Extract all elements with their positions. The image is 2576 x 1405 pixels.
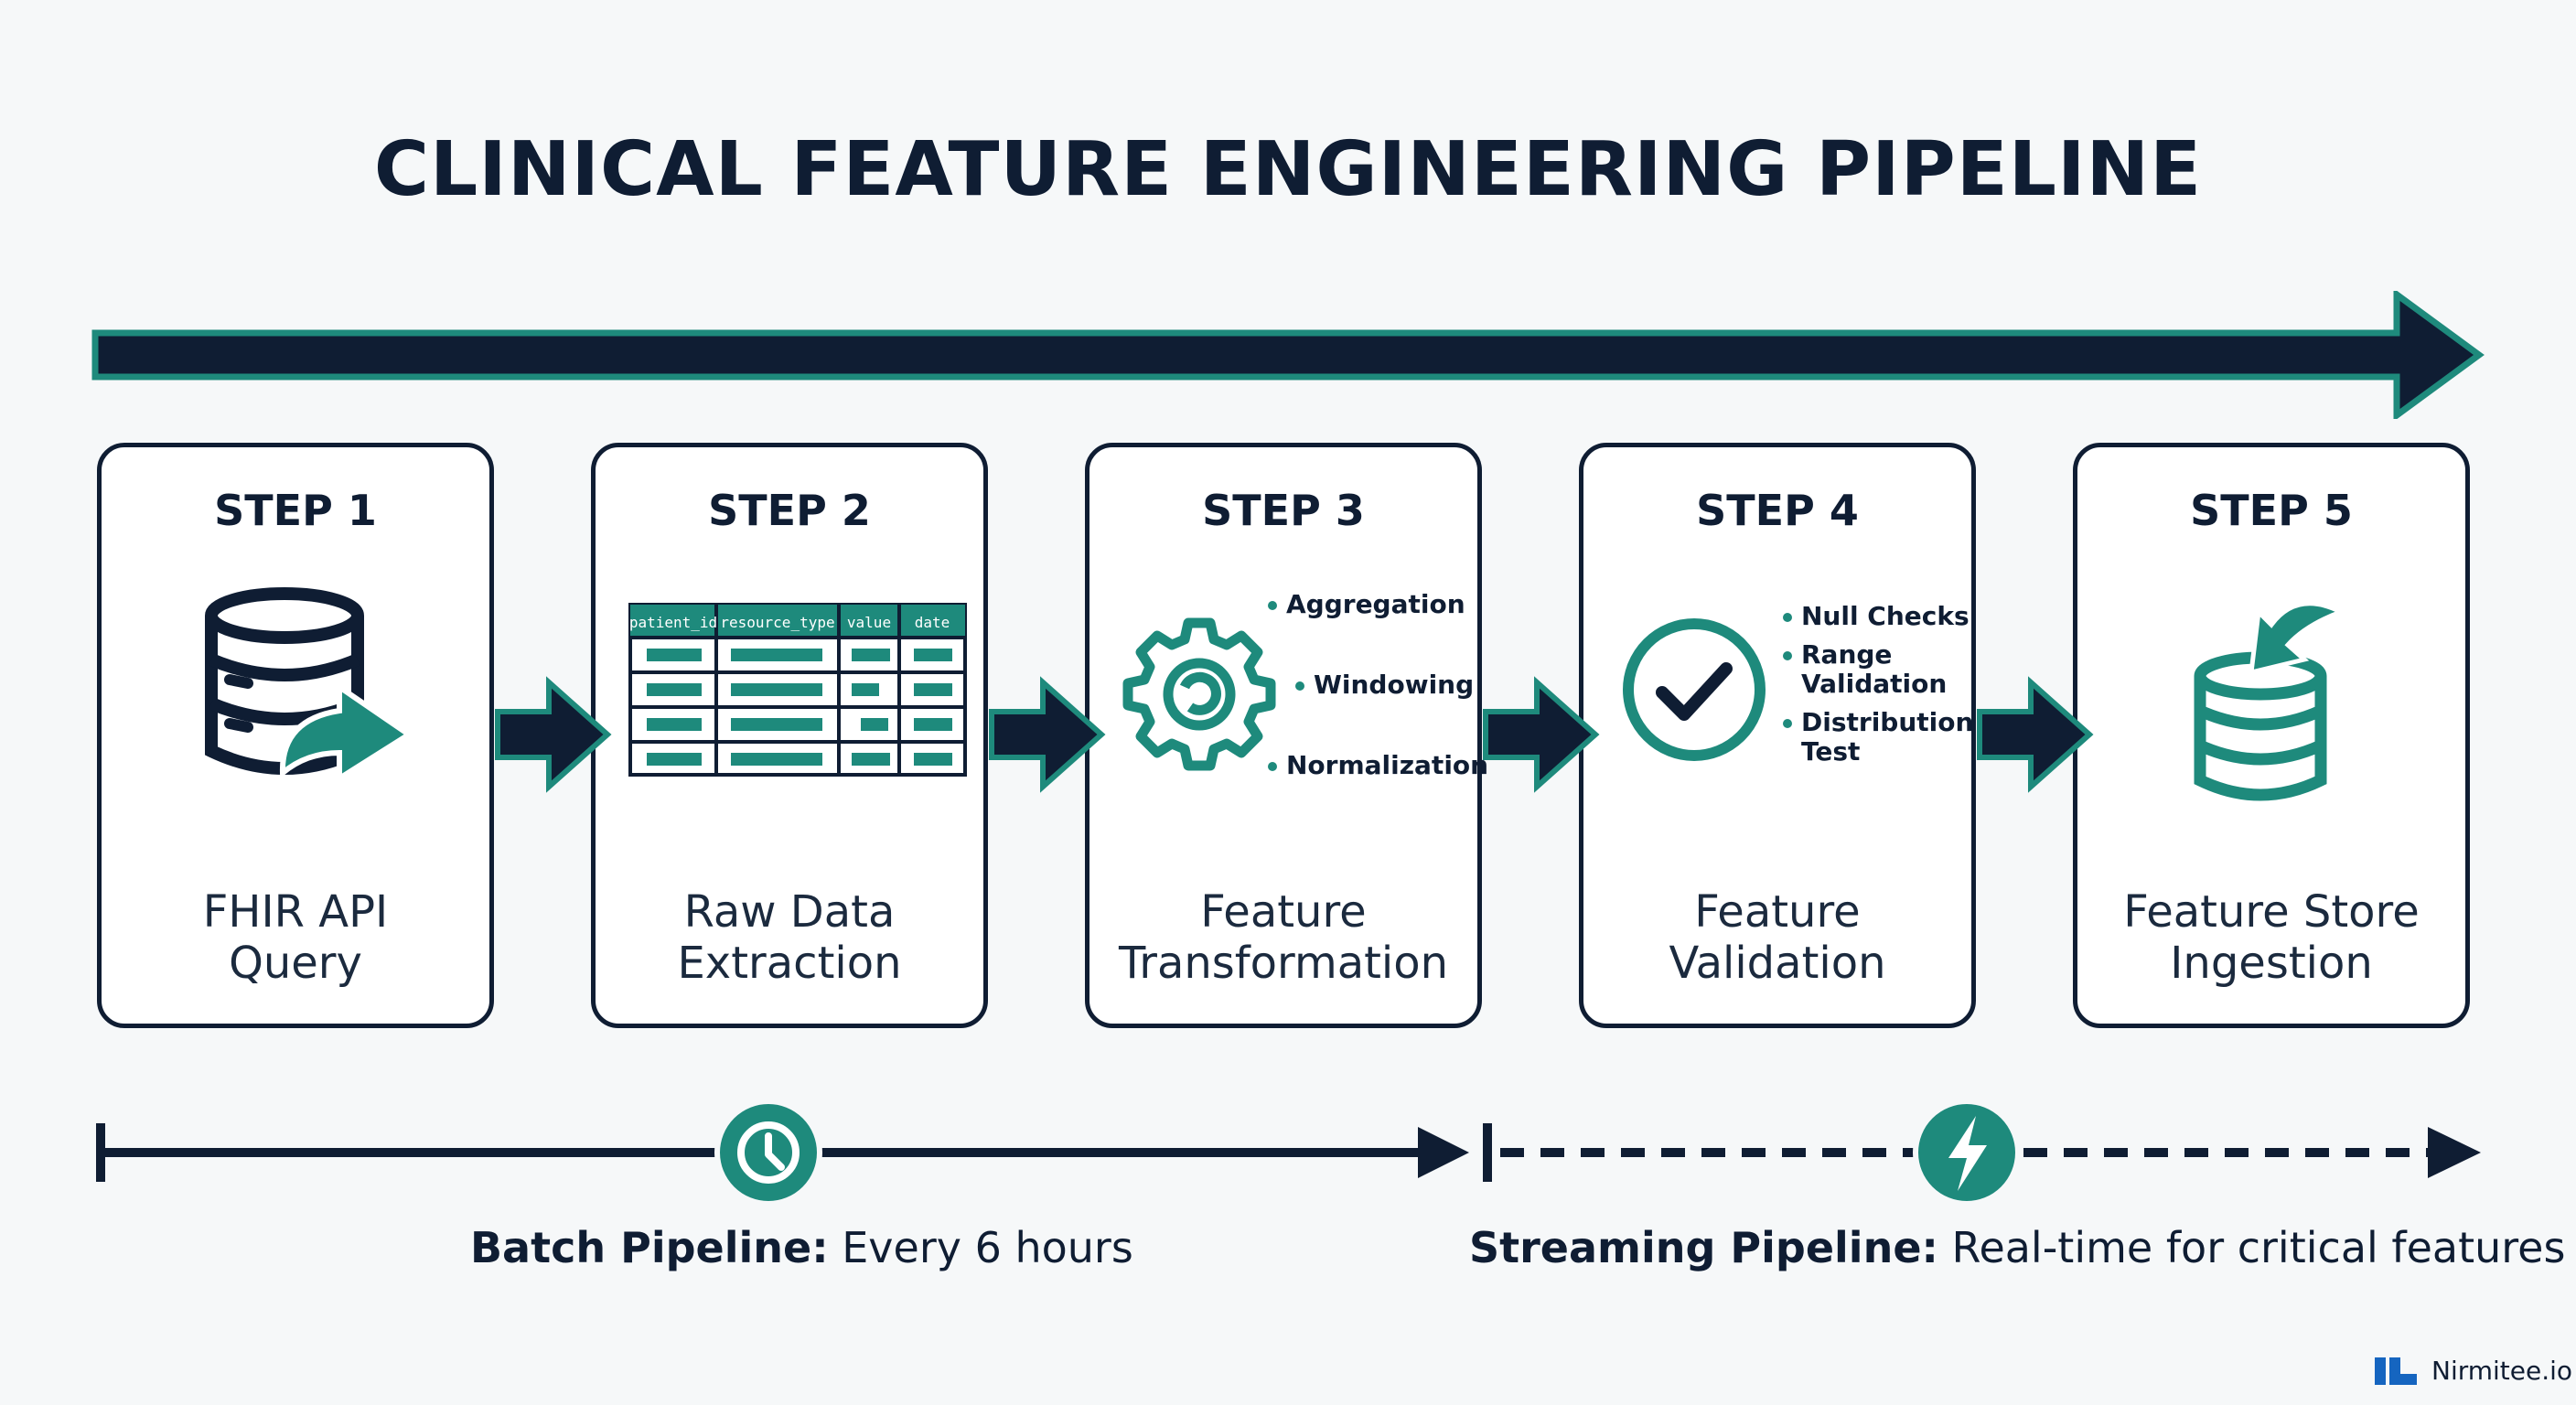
- streaming-pipeline-caption: Streaming Pipeline: Real-time for critic…: [1469, 1223, 2566, 1272]
- connector-arrow-2-3: [989, 676, 1106, 793]
- bullet-aggregation: Aggregation: [1268, 589, 1465, 619]
- flow-direction-arrow: [91, 291, 2485, 419]
- step-card-2: STEP 2 patient_id resource_type value da…: [591, 443, 988, 1028]
- table-header-patient-id: patient_id: [629, 614, 717, 631]
- clock-icon: [714, 1099, 822, 1207]
- table-header-value: value: [847, 614, 891, 631]
- database-export-icon: [205, 587, 413, 784]
- table-header-resource-type: resource_type: [720, 614, 834, 631]
- checkmark-circle-icon: [1623, 618, 1766, 761]
- bullet-distribution-test: Test: [1801, 736, 1861, 767]
- step-label: STEP 3: [1202, 486, 1365, 535]
- step-label: STEP 5: [2190, 486, 2353, 535]
- step-label: STEP 4: [1696, 486, 1859, 535]
- database-import-icon: [2194, 601, 2347, 801]
- step-card-3: STEP 3 Aggregation Windowing Normalizati…: [1085, 443, 1488, 1028]
- data-table-icon: patient_id resource_type value date: [628, 603, 967, 777]
- batch-pipeline-caption: Batch Pipeline: Every 6 hours: [470, 1223, 1133, 1272]
- bullet-null-checks: Null Checks: [1783, 601, 1970, 631]
- connector-arrow-3-4: [1483, 676, 1600, 793]
- page-title: CLINICAL FEATURE ENGINEERING PIPELINE: [373, 126, 2203, 213]
- table-header-date: date: [915, 614, 950, 631]
- bullet-range-validation: Validation: [1801, 669, 1948, 699]
- bullet-windowing: Windowing: [1294, 670, 1475, 700]
- connector-arrow-1-2: [495, 676, 612, 793]
- bullet-distribution: Distribution: [1782, 707, 1974, 737]
- connector-arrow-4-5: [1977, 676, 2094, 793]
- lightning-icon: [1913, 1099, 2021, 1207]
- step-label: STEP 1: [214, 486, 377, 535]
- gear-icon: [1122, 617, 1276, 771]
- bullet-normalization: Normalization: [1267, 750, 1489, 780]
- step-card-4: STEP 4 Null Checks Range Validation Dist…: [1579, 443, 1976, 1028]
- pipeline-timeline: [96, 1099, 2481, 1207]
- step-label: STEP 2: [708, 486, 871, 535]
- nirmitee-logo-icon: [2375, 1357, 2417, 1385]
- bullet-range: Range: [1782, 639, 1893, 670]
- brand-name: Nirmitee.io: [2431, 1356, 2573, 1386]
